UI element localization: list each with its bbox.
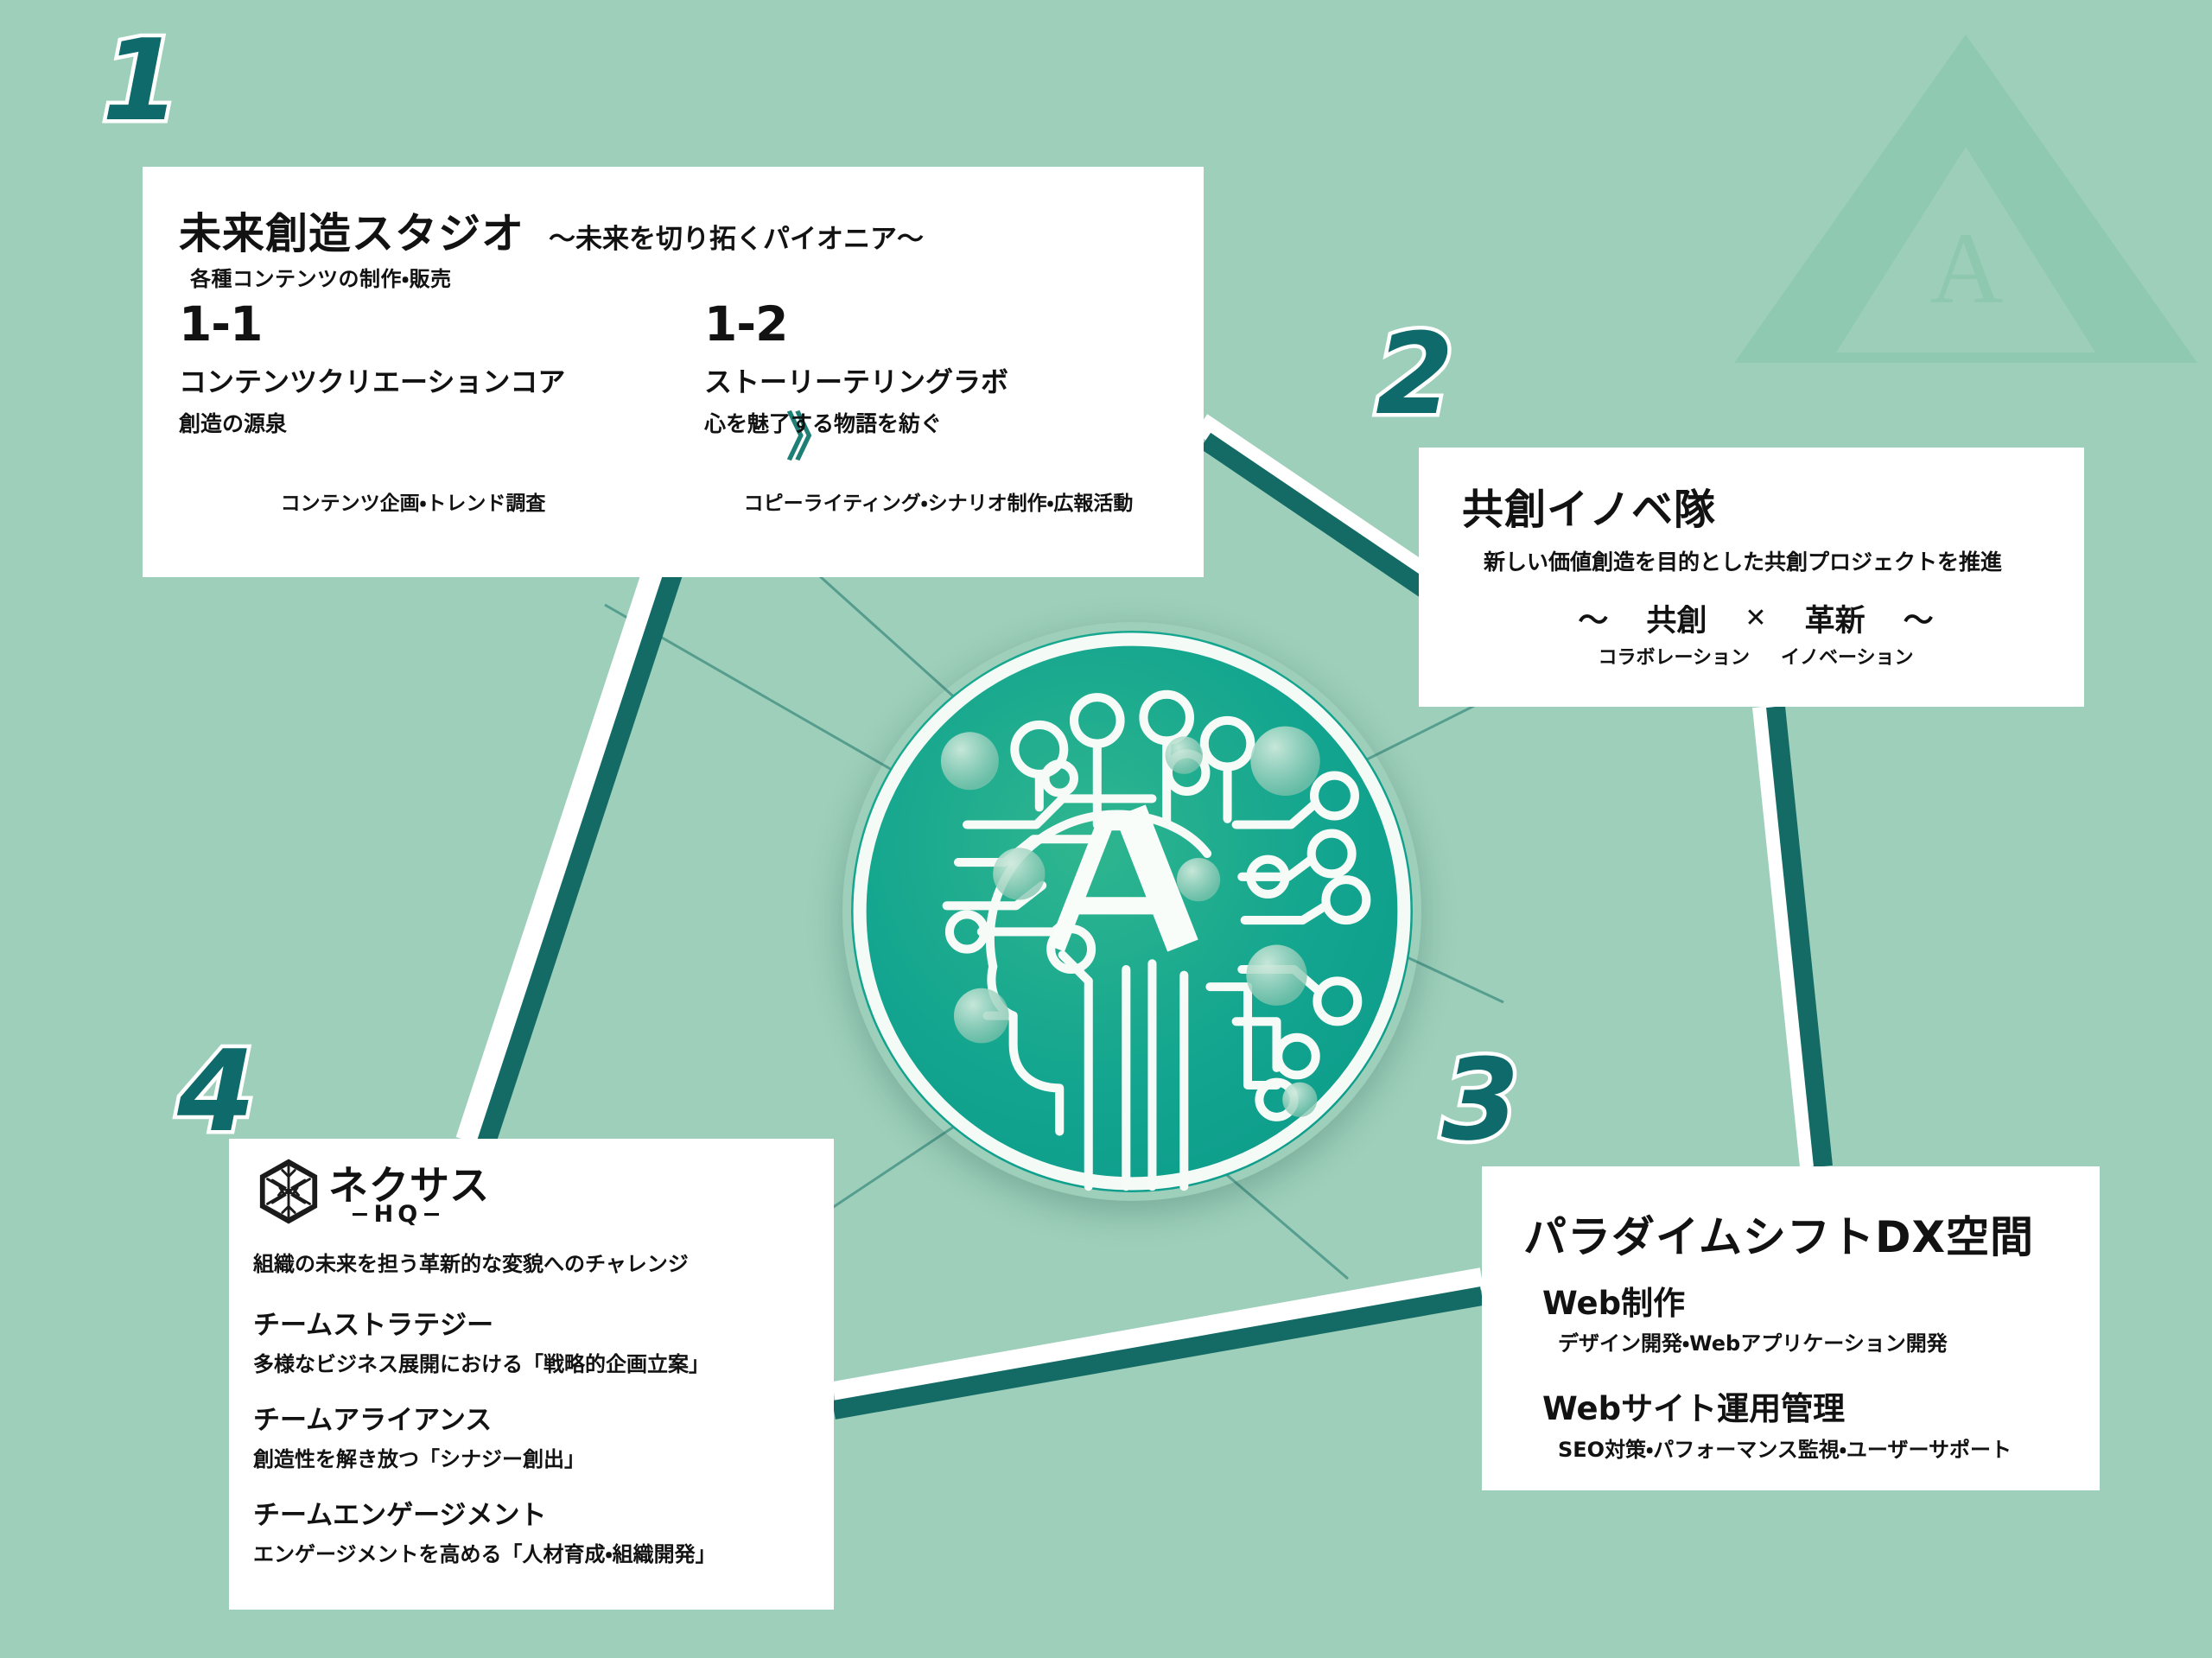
- card3-item-detail: デザイン開発・Webアプリケーション開発: [1558, 1331, 1948, 1356]
- card4-lead: 組織の未来を担う革新的な変貌へのチャレンジ: [253, 1252, 689, 1276]
- card3-item-heading: Web制作: [1542, 1285, 1686, 1322]
- card2-formula-left: 共創: [1646, 604, 1707, 638]
- card1-item-tagline: 心を魅了する物語を紡ぐ: [704, 411, 943, 436]
- card3-title: パラダイムシフトDX空間: [1523, 1212, 2035, 1262]
- card2-title: 共創イノベ隊: [1462, 486, 1717, 534]
- card4-item-alliance[interactable]: チームアライアンス 創造性を解き放つ「シナジー創出」: [253, 1398, 585, 1472]
- link-3-4: [831, 1267, 1484, 1420]
- card2-formula-left-tilde: 〜: [1578, 604, 1609, 638]
- card2-formula-operator: ✕: [1745, 603, 1767, 633]
- card-nexus-hq[interactable]: ネクサス −HQ− 組織の未来を担う革新的な変貌へのチャレンジ チームストラテジ…: [229, 1139, 834, 1610]
- card-mirai-souzou-studio[interactable]: 未来創造スタジオ 〜未来を切り拓くパイオニア〜 各種コンテンツの制作・販売 》 …: [143, 167, 1204, 577]
- card4-brand: ネクサス: [328, 1162, 491, 1209]
- card1-item-footer: コピーライティング・シナリオ制作・広報活動: [743, 492, 1134, 515]
- card1-item-footer: コンテンツ企画・トレンド調査: [280, 492, 546, 515]
- watermark-letter: A: [1929, 212, 2003, 325]
- card1-title: 未来創造スタジオ: [179, 209, 525, 258]
- card1-item-name: ストーリーテリングラボ: [704, 365, 1009, 398]
- card1-item-tagline: 創造の源泉: [179, 411, 288, 436]
- card4-item-detail: エンゲージメントを高める「人材育成・組織開発」: [253, 1542, 716, 1566]
- card1-item-1-1[interactable]: 1-1 コンテンツクリエーションコア 創造の源泉 コンテンツ企画・トレンド調査: [179, 301, 647, 516]
- nexus-hexagon-logo: [259, 1159, 318, 1224]
- card2-formula-right: 革新: [1804, 604, 1866, 638]
- card1-header: 未来創造スタジオ 〜未来を切り拓くパイオニア〜: [179, 200, 924, 261]
- ai-brain-circuit-emblem: [851, 631, 1413, 1192]
- card4-item-heading: チームアライアンス: [253, 1405, 493, 1436]
- card1-subtitle: 〜未来を切り拓くパイオニア〜: [549, 224, 925, 255]
- badge-1: 1: [98, 15, 184, 146]
- card3-item-heading: Webサイト運用管理: [1542, 1390, 1846, 1427]
- badge-2: 2: [1371, 308, 1458, 440]
- card1-columns: 1-1 コンテンツクリエーションコア 創造の源泉 コンテンツ企画・トレンド調査 …: [179, 301, 1173, 516]
- card1-lead: 各種コンテンツの制作・販売: [190, 267, 452, 291]
- card4-brand-sub: −HQ−: [350, 1201, 446, 1228]
- triangle-a-watermark: A: [1734, 35, 2197, 363]
- double-chevron-right-icon: 》: [786, 408, 838, 468]
- link-4-1: [455, 557, 685, 1148]
- card2-formula-right-tilde: 〜: [1903, 604, 1934, 638]
- card1-item-number: 1-1: [179, 296, 263, 352]
- card2-formula: 〜 共創 ✕ 革新 〜: [1497, 596, 2015, 640]
- card-paradigm-shift-dx[interactable]: パラダイムシフトDX空間 Web制作 デザイン開発・Webアプリケーション開発 …: [1482, 1166, 2100, 1490]
- badge-3: 3: [1437, 1034, 1523, 1166]
- card2-formula-sub: コラボレーション イノベーション: [1497, 642, 2015, 670]
- card-kyoso-innove-tai[interactable]: 共創イノベ隊 新しい価値創造を目的とした共創プロジェクトを推進 〜 共創 ✕ 革…: [1419, 448, 2084, 707]
- card2-lead: 新しい価値創造を目的とした共創プロジェクトを推進: [1484, 549, 2003, 575]
- card4-item-detail: 創造性を解き放つ「シナジー創出」: [253, 1447, 585, 1471]
- card4-item-strategy[interactable]: チームストラテジー 多様なビジネス展開における「戦略的企画立案」: [253, 1303, 709, 1377]
- card1-item-number: 1-2: [704, 296, 788, 352]
- card2-formula-sub-right: イノベーション: [1781, 647, 1914, 669]
- card4-item-engagement[interactable]: チームエンゲージメント エンゲージメントを高める「人材育成・組織開発」: [253, 1493, 716, 1567]
- card2-formula-sub-left: コラボレーション: [1598, 647, 1750, 669]
- link-2-3: [1752, 705, 1833, 1168]
- card3-item-detail: SEO対策・パフォーマンス監視・ユーザーサポート: [1558, 1438, 2012, 1462]
- card1-item-name: コンテンツクリエーションコア: [179, 365, 566, 398]
- badge-4: 4: [173, 1026, 259, 1157]
- card4-item-heading: チームエンゲージメント: [253, 1500, 547, 1531]
- card1-item-1-2[interactable]: 1-2 ストーリーテリングラボ 心を魅了する物語を紡ぐ コピーライティング・シナ…: [647, 301, 1173, 516]
- card4-item-heading: チームストラテジー: [253, 1310, 494, 1341]
- card4-item-detail: 多様なビジネス展開における「戦略的企画立案」: [253, 1352, 709, 1376]
